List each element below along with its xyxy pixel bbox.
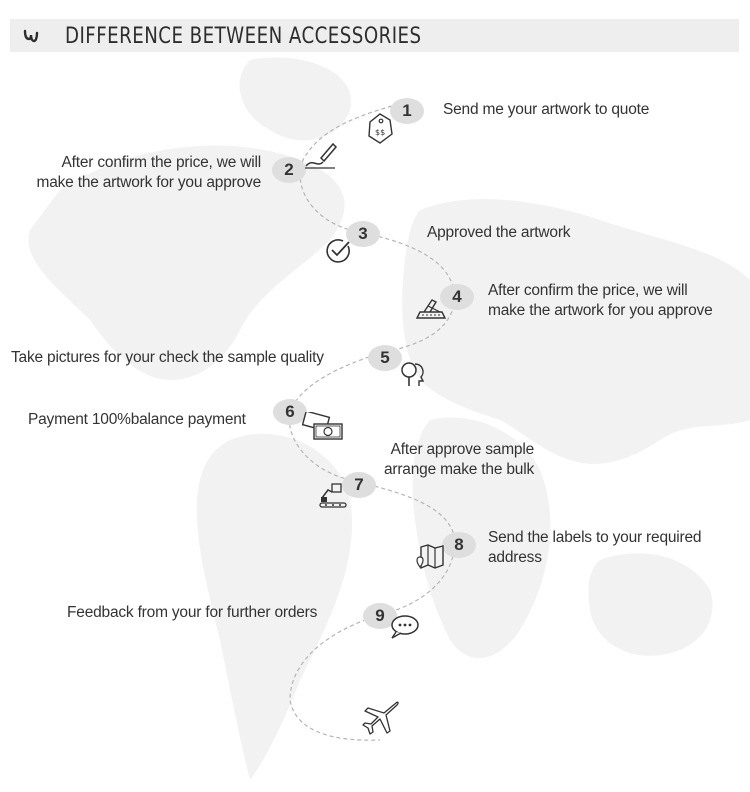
- step-3-text: Approved the artwork: [427, 224, 571, 241]
- step-8-text: Send the labels to your required address: [488, 529, 702, 566]
- step-7-text: After approve sample arrange make the bu…: [383, 441, 534, 478]
- check-circle-icon: [324, 236, 352, 264]
- step-3-number: 3: [346, 221, 380, 247]
- step-5-text: Take pictures for your check the sample …: [11, 349, 324, 366]
- production-line-icon: [318, 480, 348, 510]
- chat-bubble-icon: [388, 614, 420, 640]
- step-2-number: 2: [272, 157, 306, 183]
- svg-text:$$: $$: [375, 128, 385, 137]
- page-title: DIFFERENCE BETWEEN ACCESSORIES: [65, 24, 422, 49]
- step-1-text: Send me your artwork to quote: [443, 101, 650, 118]
- step-9-text: Feedback from your for further orders: [67, 604, 318, 621]
- price-tag-icon: $$: [366, 112, 394, 146]
- step-6-number: 6: [273, 399, 307, 425]
- step-1-number: 1: [390, 98, 424, 124]
- step-2-text: After confirm the price, we will make th…: [36, 154, 262, 191]
- inspect-person-icon: [397, 359, 427, 389]
- airplane-icon: [360, 697, 402, 739]
- map-location-icon: [415, 543, 445, 571]
- step-4-number: 4: [440, 284, 474, 310]
- step-4-text: After confirm the price, we will make th…: [488, 282, 713, 319]
- step-8-number: 8: [442, 532, 476, 558]
- pen-sign-icon: [303, 140, 339, 170]
- logo-icon: [22, 27, 40, 45]
- step-5-number: 5: [368, 345, 402, 371]
- step-6-text: Payment 100%balance payment: [28, 411, 246, 428]
- sewing-machine-icon: [414, 296, 448, 322]
- section-header: DIFFERENCE BETWEEN ACCESSORIES: [10, 19, 739, 52]
- money-payment-icon: [302, 412, 346, 444]
- step-7-number: 7: [342, 472, 376, 498]
